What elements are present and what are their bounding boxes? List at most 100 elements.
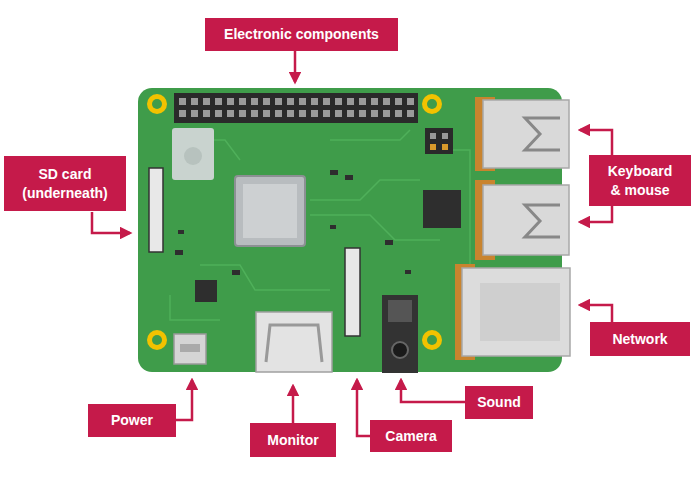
callout-box: Power (88, 404, 176, 437)
callout-box: Sound (465, 386, 533, 419)
usb-port (483, 100, 569, 168)
callout-label: Sound (477, 393, 521, 411)
callout-label: Keyboard & mouse (602, 162, 678, 198)
camera-connector (345, 248, 360, 336)
gpio-pin (299, 110, 306, 117)
mounting-hole (147, 94, 167, 114)
gpio-pin (359, 98, 366, 105)
mounting-hole-center (427, 335, 437, 345)
mounting-hole-center (427, 99, 437, 109)
gpio-pin (287, 98, 294, 105)
callout-label: Camera (385, 427, 436, 445)
usb-ports (475, 97, 569, 260)
chip (195, 280, 217, 302)
gpio-pin (347, 110, 354, 117)
gpio-pin (191, 98, 198, 105)
callout-box: Keyboard & mouse (589, 155, 691, 206)
processor-top (243, 184, 297, 238)
smd-part (178, 230, 184, 234)
processor-chip (235, 176, 305, 246)
gpio-pin (335, 98, 342, 105)
leader-line (176, 380, 192, 420)
mounting-hole (147, 330, 167, 350)
leader-line (357, 380, 370, 436)
ethernet-socket (480, 283, 560, 341)
pin (430, 144, 436, 150)
power-socket (180, 344, 200, 352)
gpio-pin (407, 110, 414, 117)
smd-part (405, 270, 411, 274)
usb-slot (525, 205, 560, 237)
gpio-pin (215, 98, 222, 105)
gpio-pin (311, 110, 318, 117)
gpio-pin (383, 110, 390, 117)
gpio-pin (407, 98, 414, 105)
display-connector (149, 168, 163, 252)
gpio-pin (275, 98, 282, 105)
leader-line (294, 51, 297, 82)
gpio-header (174, 93, 418, 123)
gpio-pin (311, 98, 318, 105)
gpio-pin (335, 110, 342, 117)
smd-part (330, 225, 336, 229)
logo-mark (184, 147, 202, 165)
smd-part (330, 170, 338, 175)
ethernet-port (462, 268, 570, 356)
gpio-pin (179, 98, 186, 105)
audio-jack (382, 295, 418, 373)
gpio-pin (287, 110, 294, 117)
mounting-hole (422, 330, 442, 350)
gpio-pin (263, 110, 270, 117)
gpio-pin (323, 110, 330, 117)
mounting-hole-center (152, 335, 162, 345)
gpio-pin (371, 110, 378, 117)
callout-label: Power (111, 411, 153, 429)
pin (442, 144, 448, 150)
logo-plate (172, 128, 214, 180)
usb-slot (525, 118, 560, 150)
gpio-pin (371, 98, 378, 105)
board-traces (170, 130, 470, 320)
gpio-pin (275, 110, 282, 117)
trace (330, 130, 410, 140)
callout-box: Network (590, 322, 690, 356)
gpio-pin (251, 110, 258, 117)
gpio-pin (263, 98, 270, 105)
gpio-pin (179, 110, 186, 117)
gpio-pin (347, 98, 354, 105)
smd-part (345, 175, 353, 180)
leader-line (292, 386, 295, 423)
jumper-header (425, 128, 453, 154)
trace (310, 215, 440, 240)
leader-line (580, 130, 612, 155)
leader-line (580, 206, 612, 222)
callout-box: Electronic components (205, 18, 398, 51)
audio-jack-top (388, 300, 412, 322)
trace (200, 265, 330, 290)
gpio-pin (239, 98, 246, 105)
gpio-pin (359, 110, 366, 117)
gpio-pin (395, 98, 402, 105)
gpio-pin (239, 110, 246, 117)
leader-line (580, 305, 612, 322)
hdmi-socket (266, 325, 322, 362)
smd-part (175, 250, 183, 255)
pin (442, 133, 448, 139)
usb-controller-chip (423, 190, 461, 228)
usb-port (483, 185, 569, 255)
callout-label: Electronic components (224, 25, 379, 43)
gpio-pin (323, 98, 330, 105)
audio-socket (392, 342, 408, 358)
small-components (175, 170, 461, 302)
gpio-pin (227, 110, 234, 117)
gpio-pin (299, 98, 306, 105)
trace (310, 180, 420, 200)
callout-box: Monitor (250, 423, 336, 457)
mounting-hole (422, 94, 442, 114)
gpio-pin (191, 110, 198, 117)
gpio-pin (227, 98, 234, 105)
gpio-pin (395, 110, 402, 117)
gpio-pin (251, 98, 258, 105)
pin (430, 133, 436, 139)
gpio-pins (179, 98, 414, 117)
